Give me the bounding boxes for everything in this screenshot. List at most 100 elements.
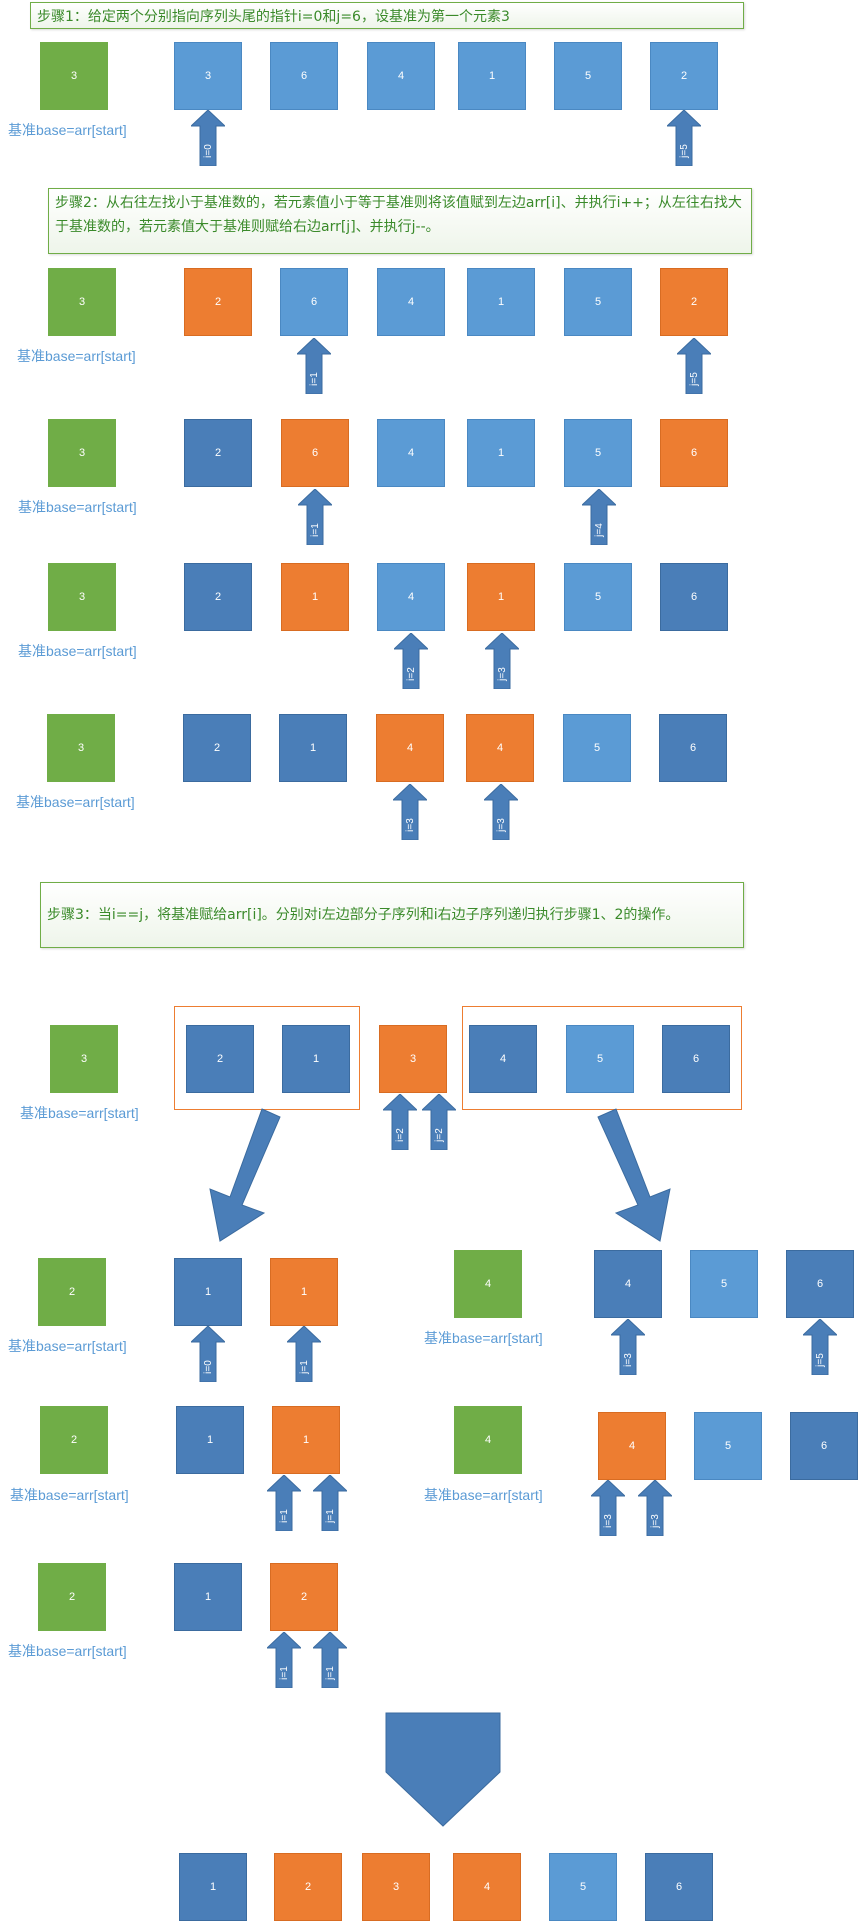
array-cell: 5 <box>694 1412 762 1480</box>
array-cell: 6 <box>659 714 727 782</box>
array-cell: 4 <box>377 419 445 487</box>
base-label: 基准base=arr[start] <box>424 1487 543 1503</box>
array-cell: 4 <box>466 714 534 782</box>
array-cell: 2 <box>184 419 252 487</box>
base-label: 基准base=arr[start] <box>10 1487 129 1503</box>
array-cell: 1 <box>279 714 347 782</box>
recurse-right-arrow-icon <box>597 1108 671 1242</box>
pointer-label: j=3 <box>649 1514 661 1528</box>
pointer-label: i=3 <box>622 1353 634 1367</box>
array-cell: 5 <box>563 714 631 782</box>
pointer-j: j=3 <box>484 784 518 840</box>
pointer-i: i=3 <box>591 1480 625 1536</box>
result-cell: 2 <box>274 1853 342 1921</box>
pointer-label: i=1 <box>278 1666 290 1680</box>
pivot-cell: 4 <box>454 1250 522 1318</box>
pivot-cell: 2 <box>40 1406 108 1474</box>
pointer-j: j=3 <box>485 633 519 689</box>
array-cell: 1 <box>458 42 526 110</box>
base-label: 基准base=arr[start] <box>424 1330 543 1346</box>
pointer-j: j=5 <box>667 110 701 166</box>
pointer-j: j=5 <box>677 338 711 394</box>
pointer-i: i=3 <box>393 784 427 840</box>
pointer-i: i=1 <box>267 1475 301 1531</box>
pivot-cell: 3 <box>48 419 116 487</box>
array-cell: 2 <box>186 1025 254 1093</box>
step3-box: 步骤3：当i==j，将基准赋给arr[i]。分别对i左边部分子序列和i右边子序列… <box>40 882 744 948</box>
result-cell: 5 <box>549 1853 617 1921</box>
pointer-j: j=1 <box>287 1326 321 1382</box>
array-cell: 2 <box>660 268 728 336</box>
pointer-label: j=1 <box>298 1360 310 1374</box>
pivot-cell: 2 <box>38 1258 106 1326</box>
pointer-label: i=1 <box>308 372 320 386</box>
pointer-i: i=1 <box>298 489 332 545</box>
result-down-arrow-icon <box>385 1712 501 1827</box>
pointer-label: j=1 <box>324 1666 336 1680</box>
step2-box: 步骤2：从右往左找小于基准数的，若元素值小于等于基准则将该值赋到左边arr[i]… <box>48 188 752 254</box>
array-cell: 6 <box>281 419 349 487</box>
array-cell: 6 <box>786 1250 854 1318</box>
array-cell: 5 <box>564 419 632 487</box>
pivot-cell: 3 <box>50 1025 118 1093</box>
base-label: 基准base=arr[start] <box>8 1338 127 1354</box>
array-cell: 1 <box>176 1406 244 1474</box>
array-cell: 2 <box>184 268 252 336</box>
pointer-label: i=0 <box>202 1360 214 1374</box>
array-cell: 1 <box>282 1025 350 1093</box>
base-label: 基准base=arr[start] <box>8 1643 127 1659</box>
array-cell: 6 <box>662 1025 730 1093</box>
pointer-i: i=2 <box>383 1094 417 1150</box>
pointer-i: i=1 <box>267 1632 301 1688</box>
pointer-label: j=4 <box>593 523 605 537</box>
result-cell: 3 <box>362 1853 430 1921</box>
array-cell: 6 <box>660 419 728 487</box>
array-cell: 1 <box>467 268 535 336</box>
base-label: 基准base=arr[start] <box>17 348 136 364</box>
array-cell: 2 <box>270 1563 338 1631</box>
pivot-cell: 3 <box>48 268 116 336</box>
pointer-label: j=5 <box>678 144 690 158</box>
array-cell: 5 <box>564 563 632 631</box>
array-cell: 4 <box>376 714 444 782</box>
right-partition-box <box>462 1006 742 1110</box>
base-label: 基准base=arr[start] <box>18 643 137 659</box>
pointer-i: i=3 <box>611 1319 645 1375</box>
array-cell: 1 <box>281 563 349 631</box>
pivot-cell: 4 <box>454 1406 522 1474</box>
pointer-label: i=3 <box>404 818 416 832</box>
pivot-cell: 3 <box>47 714 115 782</box>
array-cell: 2 <box>183 714 251 782</box>
pointer-i: i=2 <box>394 633 428 689</box>
array-cell: 4 <box>377 268 445 336</box>
array-cell: 4 <box>469 1025 537 1093</box>
array-cell: 5 <box>554 42 622 110</box>
array-cell: 2 <box>650 42 718 110</box>
array-cell: 5 <box>564 268 632 336</box>
pointer-j: j=2 <box>422 1094 456 1150</box>
base-label: 基准base=arr[start] <box>8 122 127 138</box>
array-cell: 1 <box>467 419 535 487</box>
array-cell: 3 <box>379 1025 447 1093</box>
pointer-label: i=1 <box>278 1509 290 1523</box>
pointer-label: j=5 <box>814 1353 826 1367</box>
array-cell: 1 <box>272 1406 340 1474</box>
array-cell: 4 <box>377 563 445 631</box>
pointer-label: i=3 <box>602 1514 614 1528</box>
array-cell: 4 <box>367 42 435 110</box>
array-cell: 6 <box>660 563 728 631</box>
array-cell: 1 <box>270 1258 338 1326</box>
pivot-cell: 3 <box>40 42 108 110</box>
array-cell: 6 <box>790 1412 858 1480</box>
step1-box: 步骤1：给定两个分别指向序列头尾的指针i=0和j=6，设基准为第一个元素3 <box>30 2 744 29</box>
result-cell: 4 <box>453 1853 521 1921</box>
array-cell: 5 <box>566 1025 634 1093</box>
pointer-label: i=2 <box>394 1128 406 1142</box>
pointer-i: i=1 <box>297 338 331 394</box>
pointer-i: i=0 <box>191 110 225 166</box>
base-label: 基准base=arr[start] <box>16 794 135 810</box>
array-cell: 4 <box>594 1250 662 1318</box>
base-label: 基准base=arr[start] <box>18 499 137 515</box>
pivot-cell: 3 <box>48 563 116 631</box>
